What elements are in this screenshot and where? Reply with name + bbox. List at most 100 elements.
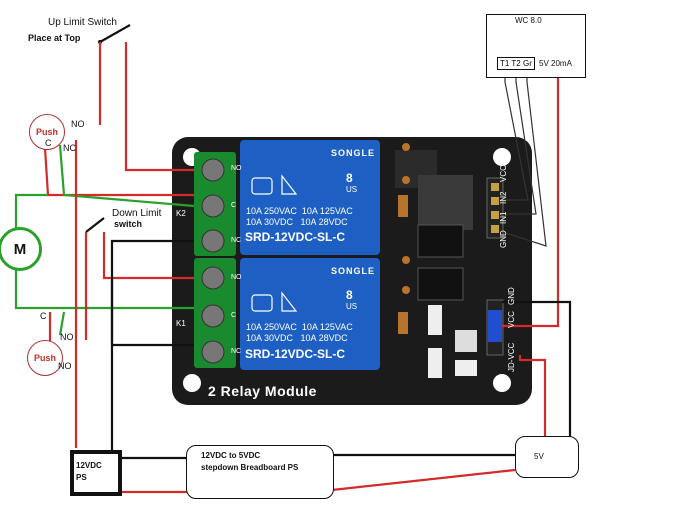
rating-1: 10A 250VAC — [246, 206, 297, 216]
resistor-icon — [398, 312, 408, 334]
motor-label: M — [13, 240, 27, 258]
relay-brand-bottom: SONGLE — [331, 266, 376, 276]
relay-suffix-bottom: US — [346, 302, 358, 311]
controller-pins: T1 T2 Gr — [497, 57, 535, 70]
relay-k2 — [240, 140, 380, 255]
wire-push-nc-to-c — [58, 144, 195, 208]
cqc-mark — [251, 177, 273, 195]
jd-pin-jdvcc: JD-VCC — [507, 342, 516, 372]
optocoupler-icon — [417, 224, 464, 258]
push-bottom-nc-label: NO — [58, 361, 72, 371]
push-switch-bottom: Push — [27, 340, 63, 376]
stepdown-line1: 12VDC to 5VDC — [201, 451, 261, 460]
mount-hole — [493, 148, 511, 166]
optocoupler-icon — [417, 267, 464, 301]
relay-number-bottom: 8 — [346, 288, 353, 302]
push-top-c-label: C — [45, 138, 52, 148]
relay-k1 — [240, 258, 380, 370]
wire-motor-bottom — [14, 268, 194, 310]
cqc-mark — [251, 294, 273, 312]
warning-icon — [281, 291, 298, 312]
output-5v: 5V — [515, 436, 579, 478]
controller-box: WC 8.0 T1 T2 Gr 5V 20mA — [486, 14, 586, 78]
transistor-icon — [455, 360, 477, 376]
wire-stepdown-to-5v-pos — [331, 468, 516, 492]
jd-jumper — [488, 310, 502, 342]
wire-vcc-to-controller — [502, 70, 560, 328]
relay-model-bottom: SRD-12VDC-SL-C — [245, 347, 346, 361]
down-limit-switch-lever — [85, 217, 105, 233]
terminal-screw — [201, 304, 225, 328]
wire-push-c-to-relay — [43, 147, 194, 197]
wire-5v-to-jdvcc — [518, 355, 547, 437]
push-switch-top: Push — [29, 114, 65, 150]
output-5v-label: 5V — [534, 452, 544, 461]
stepdown-line2: stepdown Breadboard PS — [201, 463, 299, 472]
jd-pin-vcc: VCC — [507, 311, 516, 328]
terminal-label-no-2: NO — [231, 165, 242, 172]
mount-hole — [493, 374, 511, 392]
pin-gr: Gr — [523, 59, 532, 68]
push-bottom-no-label: NO — [60, 332, 74, 342]
push-label: Push — [33, 353, 56, 363]
pin-t1: T1 — [500, 59, 510, 68]
pin-label-in1: IN1 — [499, 211, 508, 224]
warning-icon — [281, 174, 298, 195]
wire-down-limit-to-no — [102, 232, 194, 280]
push-bottom-c-label: C — [40, 311, 47, 321]
relay-model-top: SRD-12VDC-SL-C — [245, 230, 346, 244]
relay-suffix-top: US — [346, 185, 358, 194]
terminal-screw — [201, 266, 225, 290]
ps12-line1: 12VDC — [76, 461, 102, 470]
relay-module-title: 2 Relay Module — [208, 383, 317, 399]
resistor-icon — [398, 195, 408, 217]
push-top-nc-label: NC — [63, 143, 76, 153]
wire-motor-top — [14, 193, 48, 232]
push-label: Push — [35, 127, 58, 137]
terminal-label-nc-1: NC — [231, 348, 242, 355]
rating-4: 10A 28VDC — [300, 333, 348, 343]
controller-title: WC 8.0 — [515, 16, 542, 25]
input-header — [486, 177, 504, 239]
led-r2 — [428, 305, 442, 335]
wire-up-limit-to-no — [124, 42, 194, 172]
rating-1: 10A 250VAC — [246, 322, 297, 332]
ps12-line2: PS — [76, 473, 87, 482]
mount-hole — [183, 374, 201, 392]
component-dot — [402, 176, 410, 184]
relay-module-board — [172, 137, 532, 405]
header-pin — [491, 183, 499, 191]
relay-brand-top: SONGLE — [331, 148, 376, 158]
channel-label-k2: K2 — [176, 209, 186, 218]
terminal-label-no-1: NO — [231, 274, 242, 281]
up-limit-switch-lever — [99, 24, 131, 43]
component-area — [418, 175, 473, 230]
header-pin — [491, 211, 499, 219]
terminal-label-c-1: C — [231, 312, 237, 319]
rating-4: 10A 28VDC — [300, 217, 348, 227]
component-dot — [402, 143, 410, 151]
terminal-label-c-2: C — [231, 202, 237, 209]
terminal-screw — [201, 340, 225, 364]
rating-2: 10A 125VAC — [301, 206, 353, 216]
wire-push-bottom-nc — [58, 311, 66, 336]
terminal-screw — [201, 194, 225, 218]
terminal-screw — [201, 229, 225, 253]
jd-pin-gnd: GND — [507, 287, 516, 305]
pin-label-vcc: VCC — [499, 165, 508, 182]
header-pin — [491, 197, 499, 205]
pin-t2: T2 — [511, 59, 521, 68]
up-limit-switch-note: Place at Top — [28, 33, 81, 43]
terminal-screw — [201, 158, 225, 182]
up-limit-switch-label: Up Limit Switch — [48, 17, 117, 28]
rating-3: 10A 30VDC — [246, 333, 294, 343]
led-r1 — [428, 348, 442, 378]
relay-rating-top: 10A 250VAC 10A 125VAC 10A 30VDC 10A 28VD… — [246, 206, 353, 228]
relay-number-top: 8 — [346, 171, 353, 185]
pin-label-gnd: GND — [499, 230, 508, 248]
rating-2: 10A 125VAC — [301, 322, 353, 332]
push-top-no-label: NO — [71, 119, 85, 129]
down-limit-switch-label: Down Limit — [112, 208, 162, 219]
